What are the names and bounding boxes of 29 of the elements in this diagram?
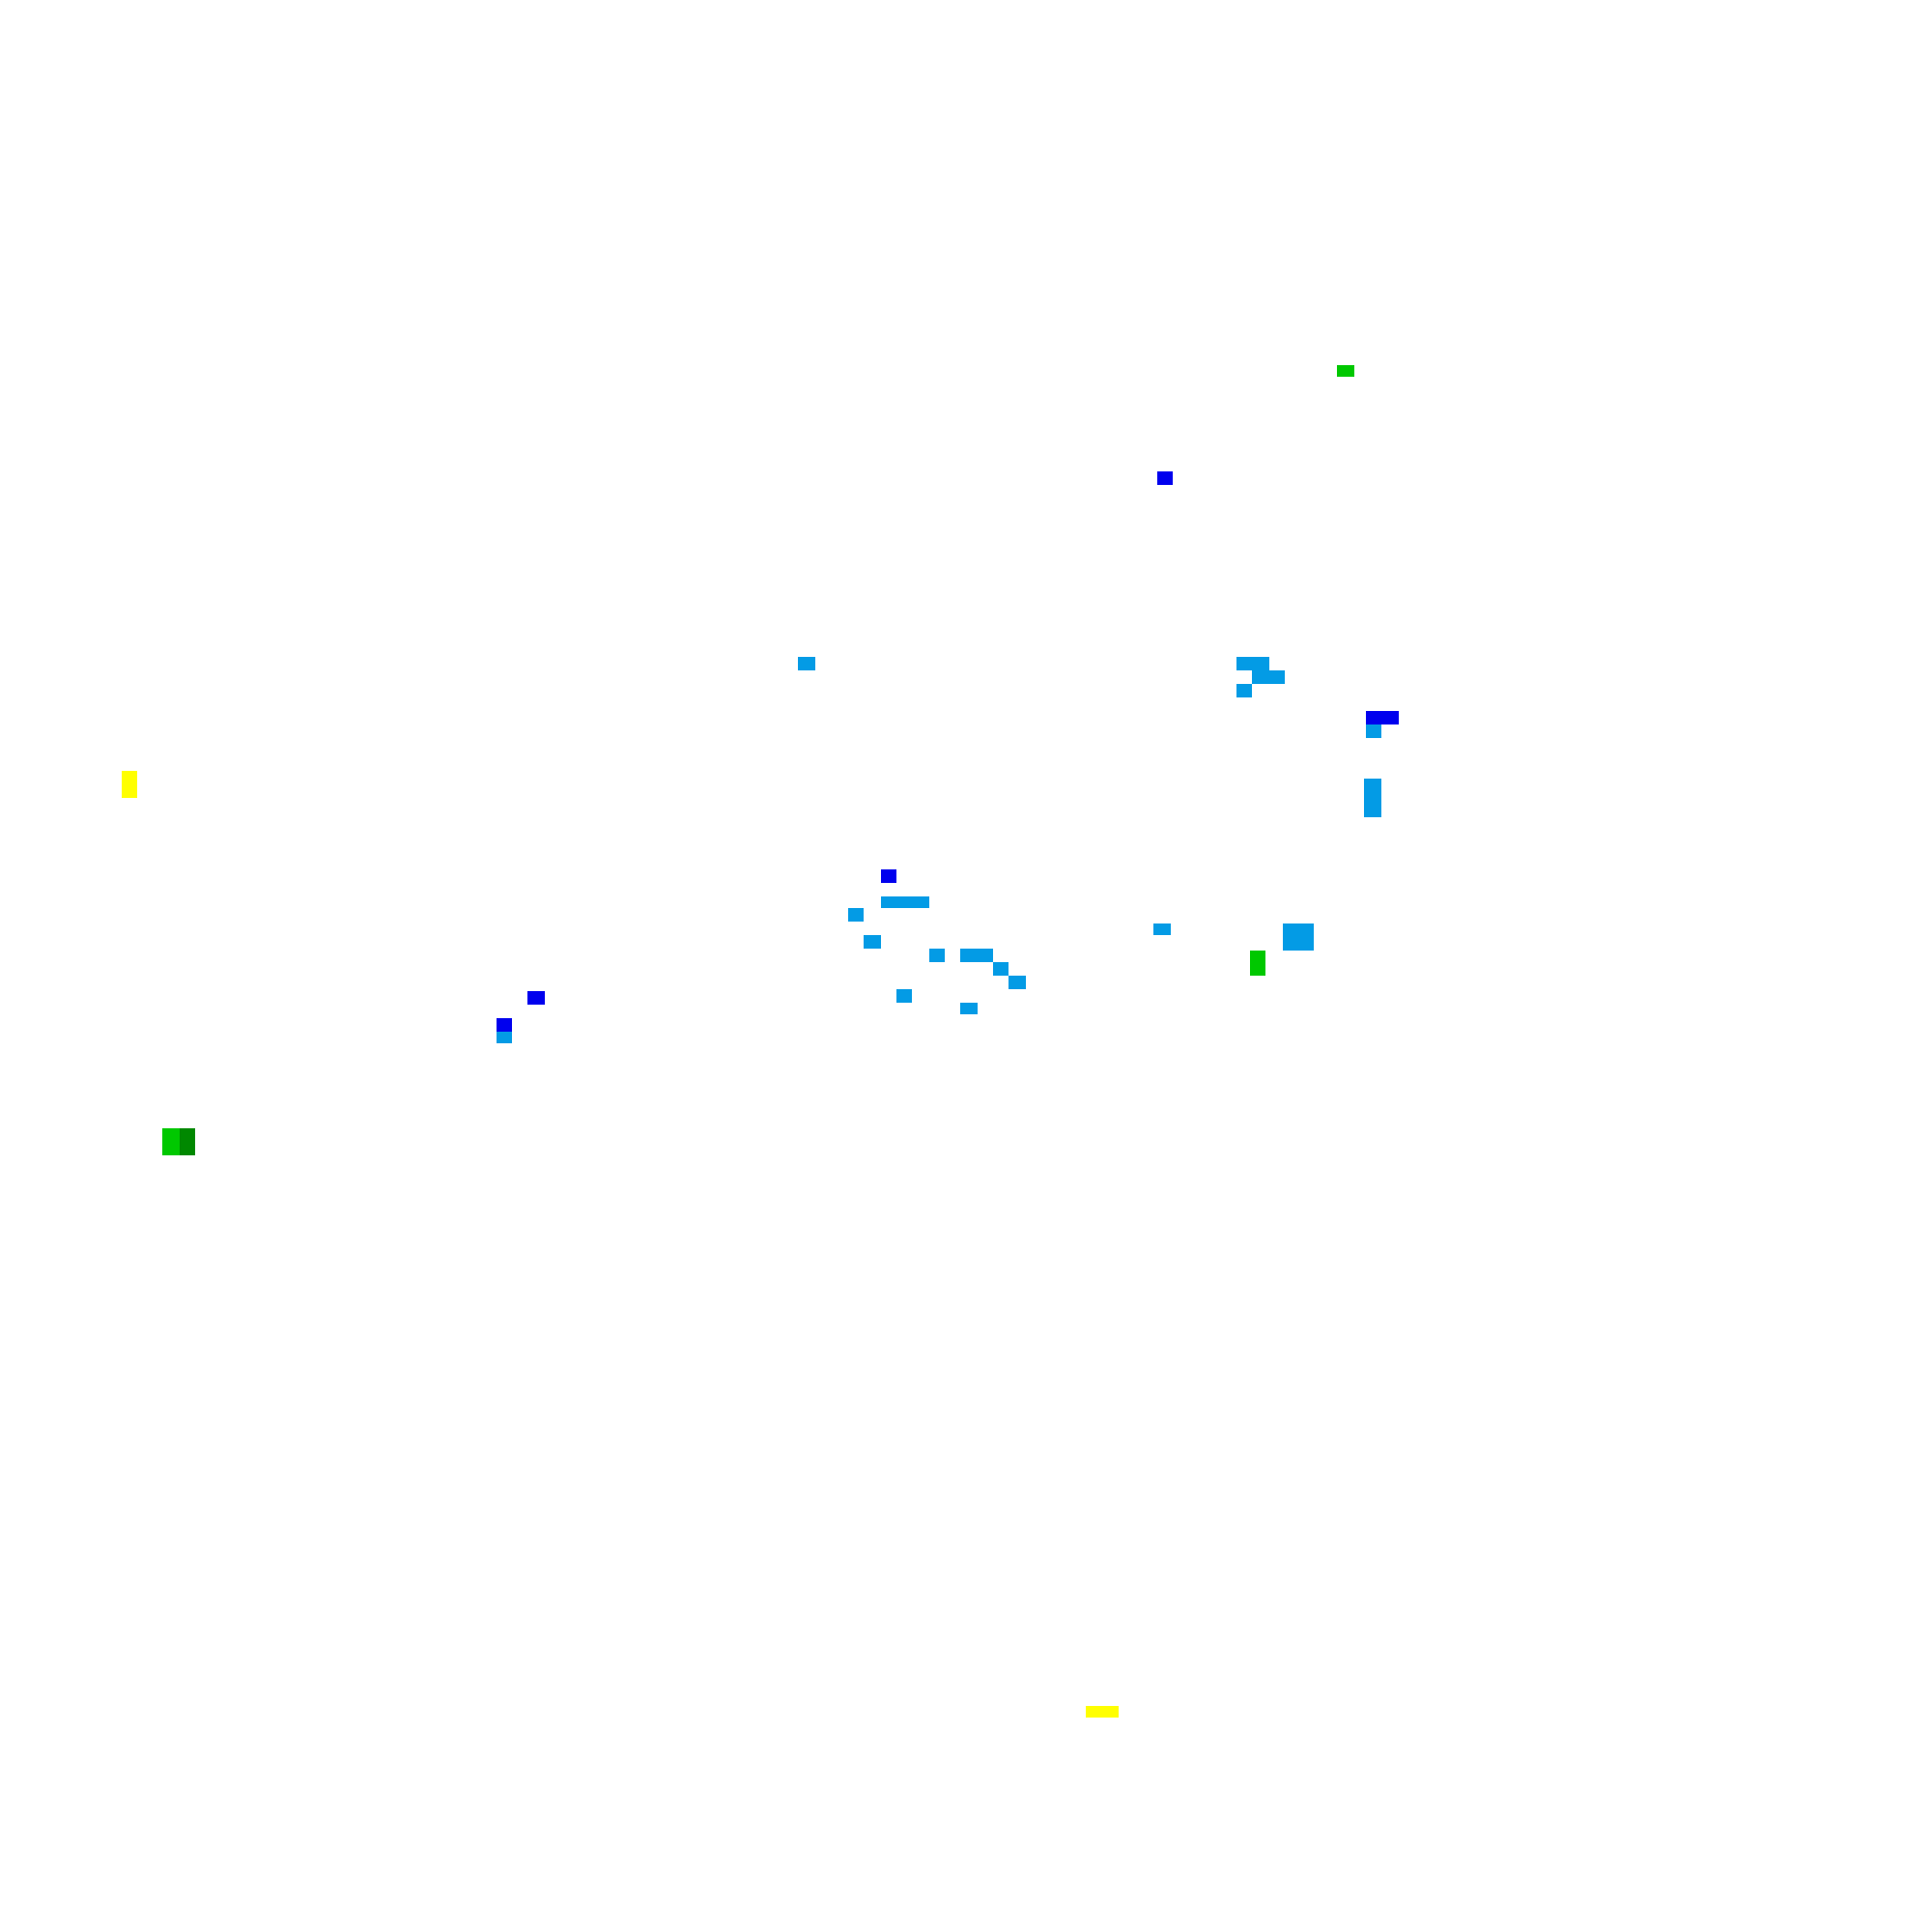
colored-square — [162, 1128, 180, 1155]
colored-square — [497, 1032, 512, 1043]
colored-square — [1364, 779, 1381, 817]
colored-square — [993, 962, 1009, 976]
colored-square — [896, 989, 912, 1003]
colored-square — [1236, 684, 1252, 697]
colored-square — [929, 949, 945, 962]
colored-square — [960, 1003, 978, 1014]
colored-square — [122, 771, 137, 798]
colored-square — [1250, 951, 1265, 976]
colored-square — [1337, 365, 1354, 377]
colored-square — [864, 935, 881, 949]
colored-square — [798, 657, 815, 670]
colored-square — [848, 908, 864, 922]
colored-square — [1366, 711, 1399, 724]
colored-square — [1366, 724, 1381, 738]
colored-square — [1086, 1706, 1119, 1718]
colored-square — [1153, 923, 1171, 935]
colored-square — [1157, 471, 1173, 485]
colored-square — [1009, 976, 1026, 989]
colored-square — [180, 1128, 195, 1155]
colored-square — [881, 869, 896, 883]
colored-square — [881, 896, 929, 908]
colored-square — [960, 949, 993, 962]
colored-square — [1252, 670, 1285, 684]
colored-square — [527, 991, 545, 1005]
colored-square — [1236, 657, 1269, 670]
colored-square — [1283, 923, 1314, 951]
colored-square — [497, 1018, 512, 1032]
